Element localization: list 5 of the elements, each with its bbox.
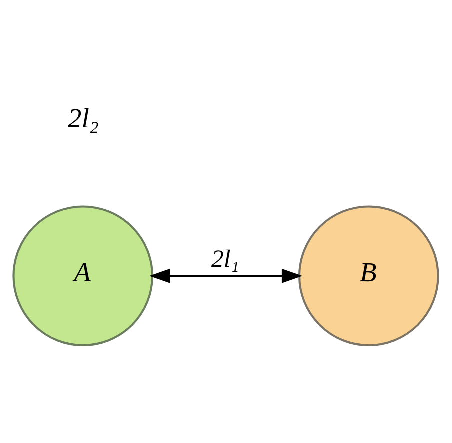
arrow	[150, 268, 303, 284]
edge-label: 2l₁	[212, 246, 240, 274]
node-circle: B	[298, 206, 440, 347]
label: 2l₂	[68, 104, 99, 134]
node-circle: A	[12, 206, 154, 347]
